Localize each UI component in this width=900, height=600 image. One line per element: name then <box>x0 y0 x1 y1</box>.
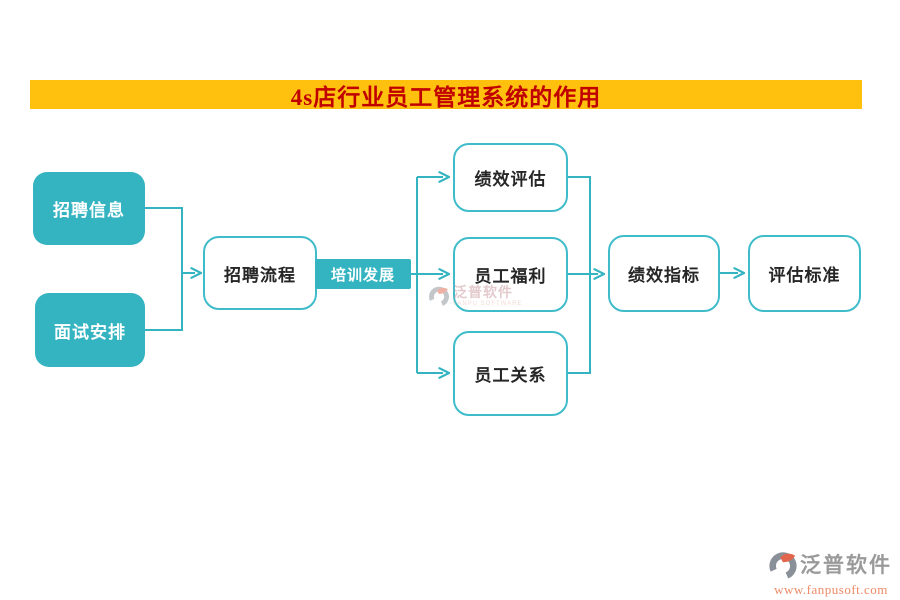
node-training-dev: 培训发展 <box>315 259 411 289</box>
fanpu-logo-icon <box>769 552 797 580</box>
node-eval-standard-label: 评估标准 <box>768 266 841 285</box>
node-eval-standard: 评估标准 <box>748 235 861 312</box>
node-employee-welfare: 员工福利 <box>453 237 568 312</box>
page-title: 4s店行业员工管理系统的作用 <box>290 84 602 110</box>
node-employee-welfare-label: 员工福利 <box>474 267 547 286</box>
node-perf-eval-label: 绩效评估 <box>474 170 547 189</box>
node-recruit-process-label: 招聘流程 <box>224 265 296 285</box>
node-employee-relations-label: 员工关系 <box>474 366 547 385</box>
node-recruit-info: 招聘信息 <box>33 172 145 245</box>
footer-brand: 泛普软件 www.fanpusoft.com <box>768 550 894 598</box>
footer-brand-name: 泛普软件 <box>800 552 892 577</box>
node-employee-relations: 员工关系 <box>453 331 568 416</box>
title-banner: 4s店行业员工管理系统的作用 <box>30 80 862 110</box>
node-interview-schedule: 面试安排 <box>35 293 145 367</box>
node-interview-schedule-label: 面试安排 <box>54 322 126 342</box>
node-recruit-info-label: 招聘信息 <box>53 201 125 220</box>
node-perf-eval: 绩效评估 <box>453 143 568 212</box>
node-recruit-process: 招聘流程 <box>203 236 317 310</box>
node-perf-indicator: 绩效指标 <box>608 235 720 312</box>
node-training-dev-label: 培训发展 <box>330 267 395 284</box>
connector-left-bracket <box>145 207 183 331</box>
footer-url: www.fanpusoft.com <box>774 582 888 597</box>
node-perf-indicator-label: 绩效指标 <box>628 266 700 285</box>
